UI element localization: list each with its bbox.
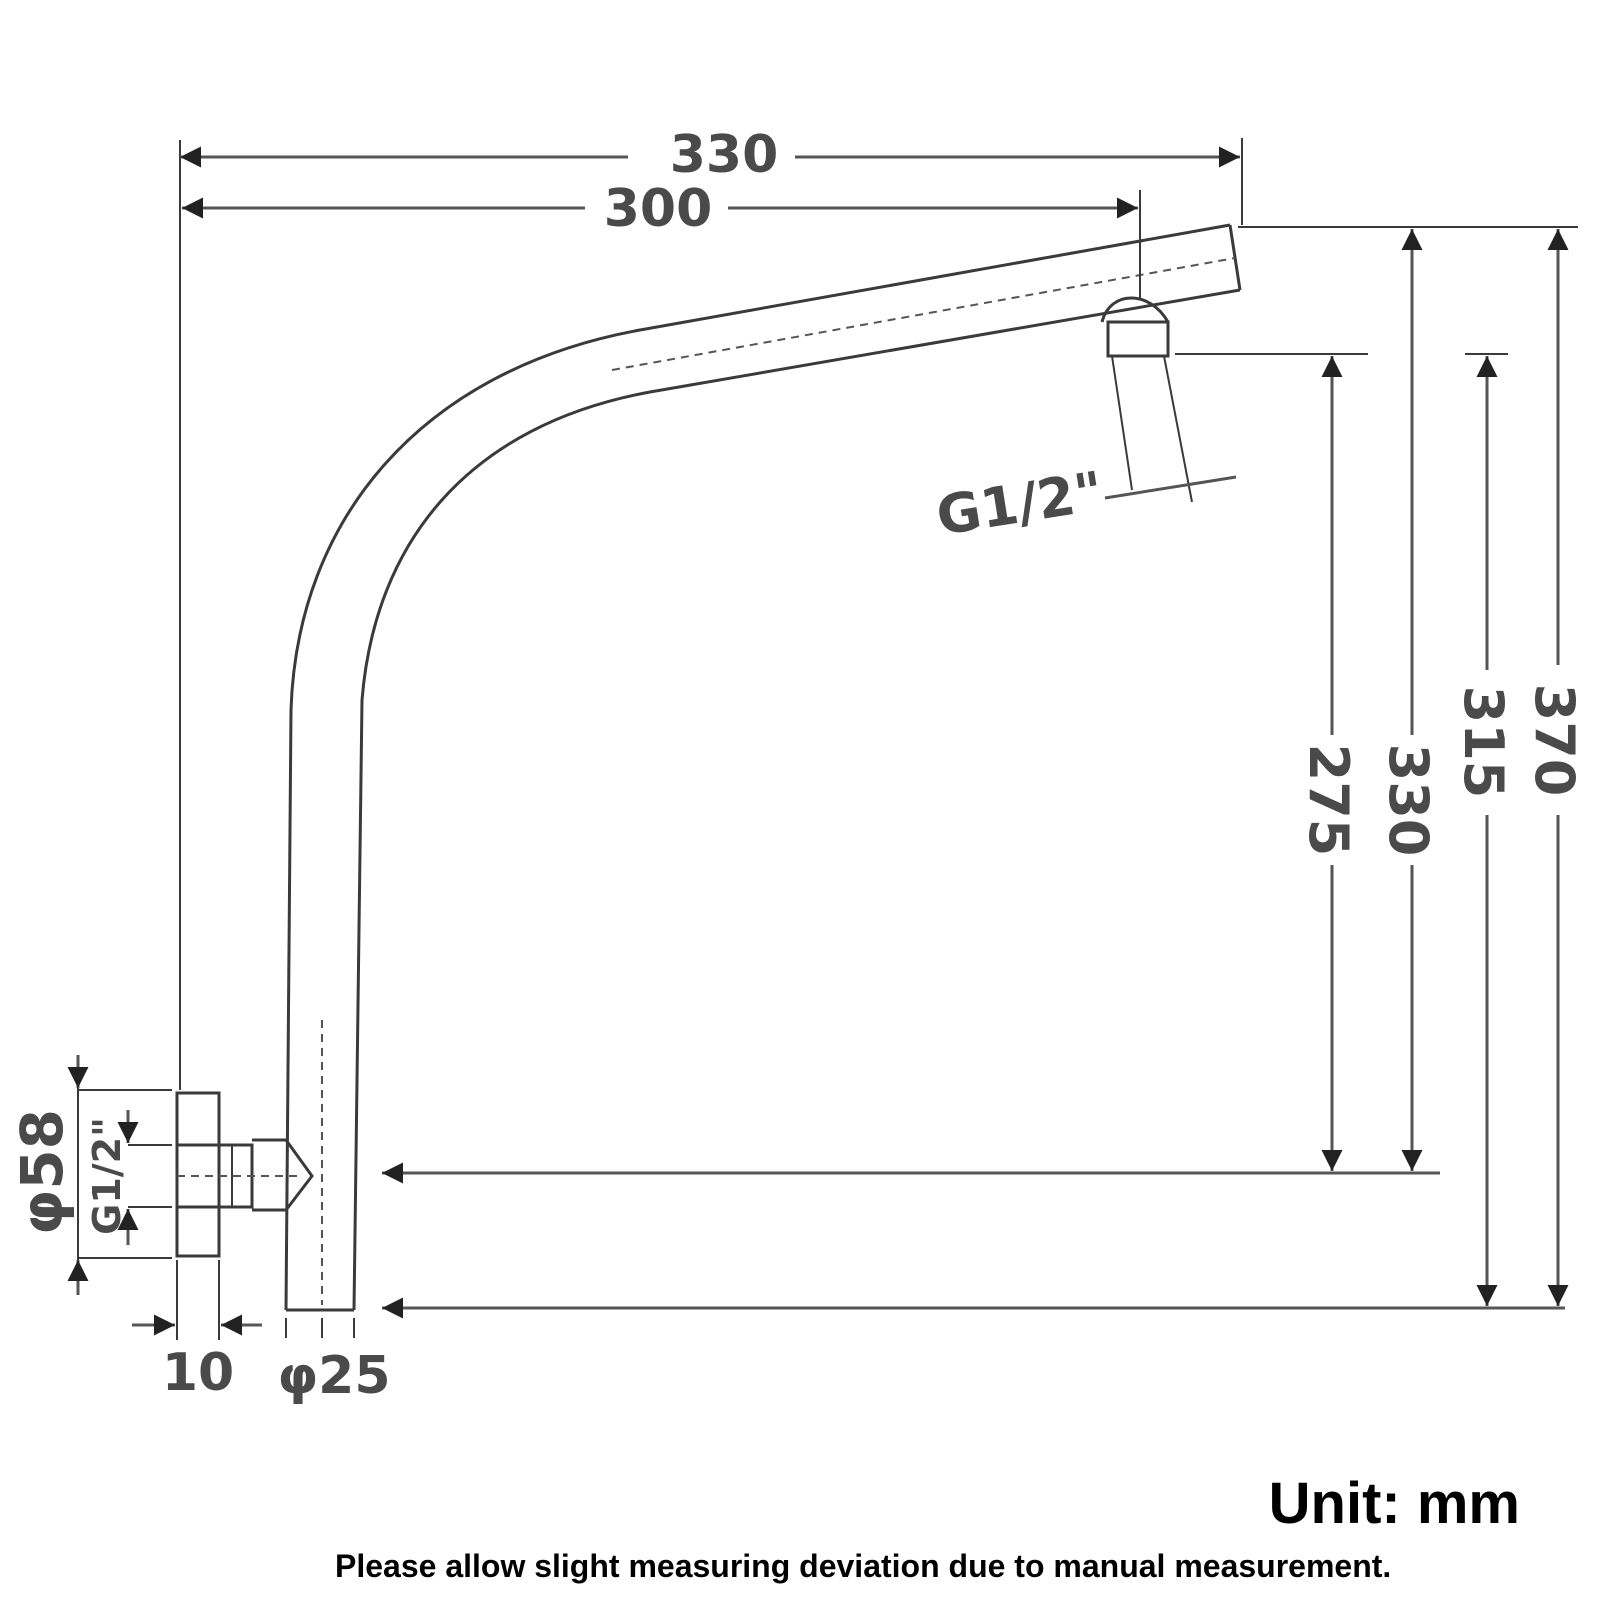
label-10: 10 [162, 1343, 234, 1403]
shower-arm-outline [284, 223, 1242, 1312]
extension-lines [382, 226, 1578, 1319]
dim-outlet-total-height: 315 [1452, 356, 1515, 1306]
label-370: 370 [1523, 684, 1586, 797]
unit-label: Unit: mm [1268, 1471, 1520, 1536]
label-outlet-thread: G1/2" [932, 459, 1107, 547]
dim-outlet-thread: G1/2" [932, 459, 1237, 548]
dim-flange-thickness: 10 [132, 1260, 262, 1403]
outlet-nozzle [1100, 296, 1193, 503]
dim-overall-height: 370 [1523, 229, 1586, 1306]
dim-arm-reach: 300 [182, 179, 1141, 300]
label-315: 315 [1452, 686, 1515, 799]
label-inlet-thread: G1/2" [85, 1117, 129, 1235]
label-330-height: 330 [1377, 744, 1440, 857]
dim-tube-diameter: φ25 [277, 1318, 391, 1406]
dim-flange-diameter: φ58 [8, 1055, 172, 1295]
label-tube-diameter: φ25 [277, 1346, 390, 1406]
label-300-reach: 300 [604, 179, 713, 239]
measurement-disclaimer: Please allow slight measuring deviation … [335, 1548, 1392, 1584]
dim-arm-height: 330 [1377, 229, 1440, 1171]
label-275: 275 [1297, 744, 1360, 857]
label-flange-diameter: φ58 [8, 1109, 76, 1235]
dim-inlet-thread: G1/2" [85, 1110, 172, 1245]
wall-flange [175, 1091, 314, 1258]
dim-outlet-height: 275 [1297, 356, 1360, 1171]
dim-overall-width: 330 [179, 125, 1243, 1090]
label-330-width: 330 [670, 125, 779, 185]
